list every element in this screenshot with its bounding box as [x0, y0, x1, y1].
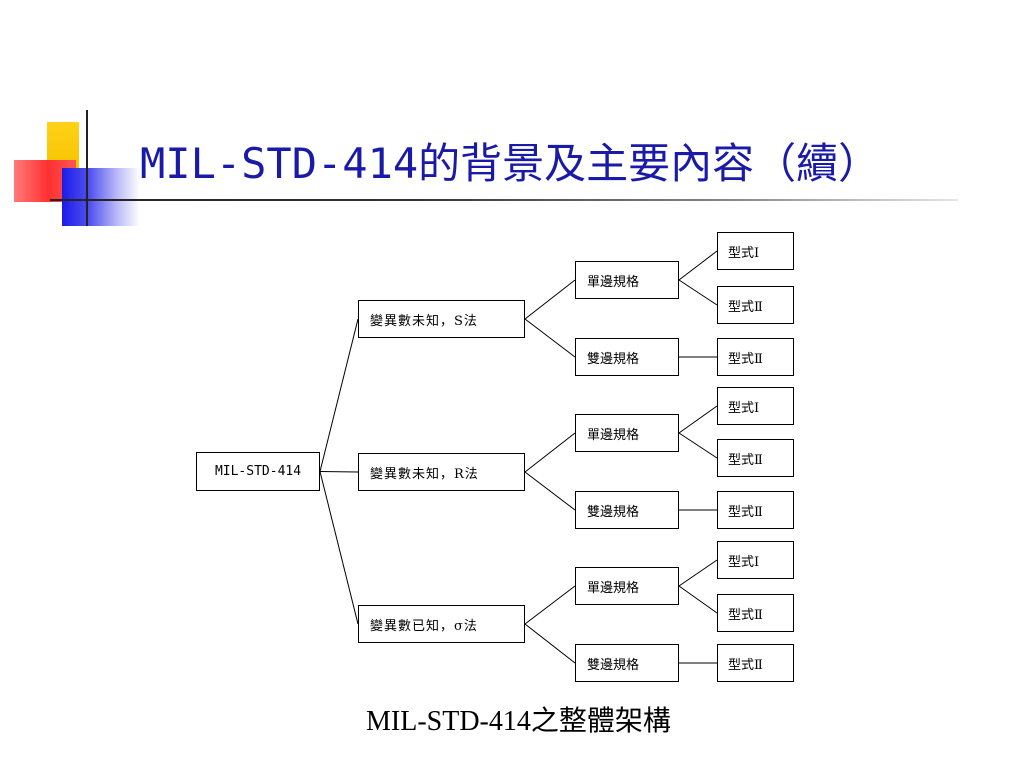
method-node: 變異數已知，σ法 — [358, 605, 525, 643]
method-node: 變異數未知，S法 — [358, 300, 525, 338]
type-node: 型式Ⅱ — [717, 286, 794, 324]
tree-root-node: MIL-STD-414 — [196, 452, 320, 491]
decorative-vertical-line — [86, 110, 88, 226]
spec-node: 雙邊規格 — [575, 491, 679, 529]
decorative-blue-square — [62, 168, 140, 226]
type-node: 型式Ⅰ — [717, 541, 794, 579]
spec-node: 單邊規格 — [575, 261, 679, 299]
spec-node: 雙邊規格 — [575, 338, 679, 376]
method-node: 變異數未知，R法 — [358, 453, 525, 491]
spec-to-type-connector — [678, 585, 718, 614]
type-node: 型式Ⅰ — [717, 232, 794, 270]
root-to-method-connector — [319, 318, 359, 472]
method-to-spec-connector — [524, 585, 576, 625]
title-underline — [50, 199, 958, 201]
spec-node: 單邊規格 — [575, 567, 679, 605]
method-to-spec-connector — [524, 471, 576, 511]
method-to-spec-connector — [524, 318, 576, 358]
spec-to-type-connector — [678, 432, 718, 459]
method-to-spec-connector — [524, 279, 576, 320]
type-node: 型式Ⅱ — [717, 491, 794, 529]
spec-node: 雙邊規格 — [575, 644, 679, 682]
type-node: 型式Ⅱ — [717, 439, 794, 477]
method-to-spec-connector — [524, 432, 576, 473]
method-to-spec-connector — [524, 623, 576, 664]
diagram-caption: MIL-STD-414之整體架構 — [366, 706, 671, 737]
type-node: 型式Ⅰ — [717, 387, 794, 425]
spec-to-type-connector — [678, 279, 718, 306]
type-node: 型式Ⅱ — [717, 594, 794, 632]
type-node: 型式Ⅱ — [717, 644, 794, 682]
spec-to-type-connector — [678, 250, 718, 281]
root-to-method-connector — [319, 471, 359, 473]
spec-node: 單邊規格 — [575, 414, 679, 452]
root-to-method-connector — [319, 471, 359, 625]
spec-to-type-connector — [678, 405, 718, 434]
spec-to-type-connector — [678, 559, 718, 587]
page-title: MIL-STD-414的背景及主要內容（續） — [140, 139, 881, 188]
type-node: 型式Ⅱ — [717, 338, 794, 376]
